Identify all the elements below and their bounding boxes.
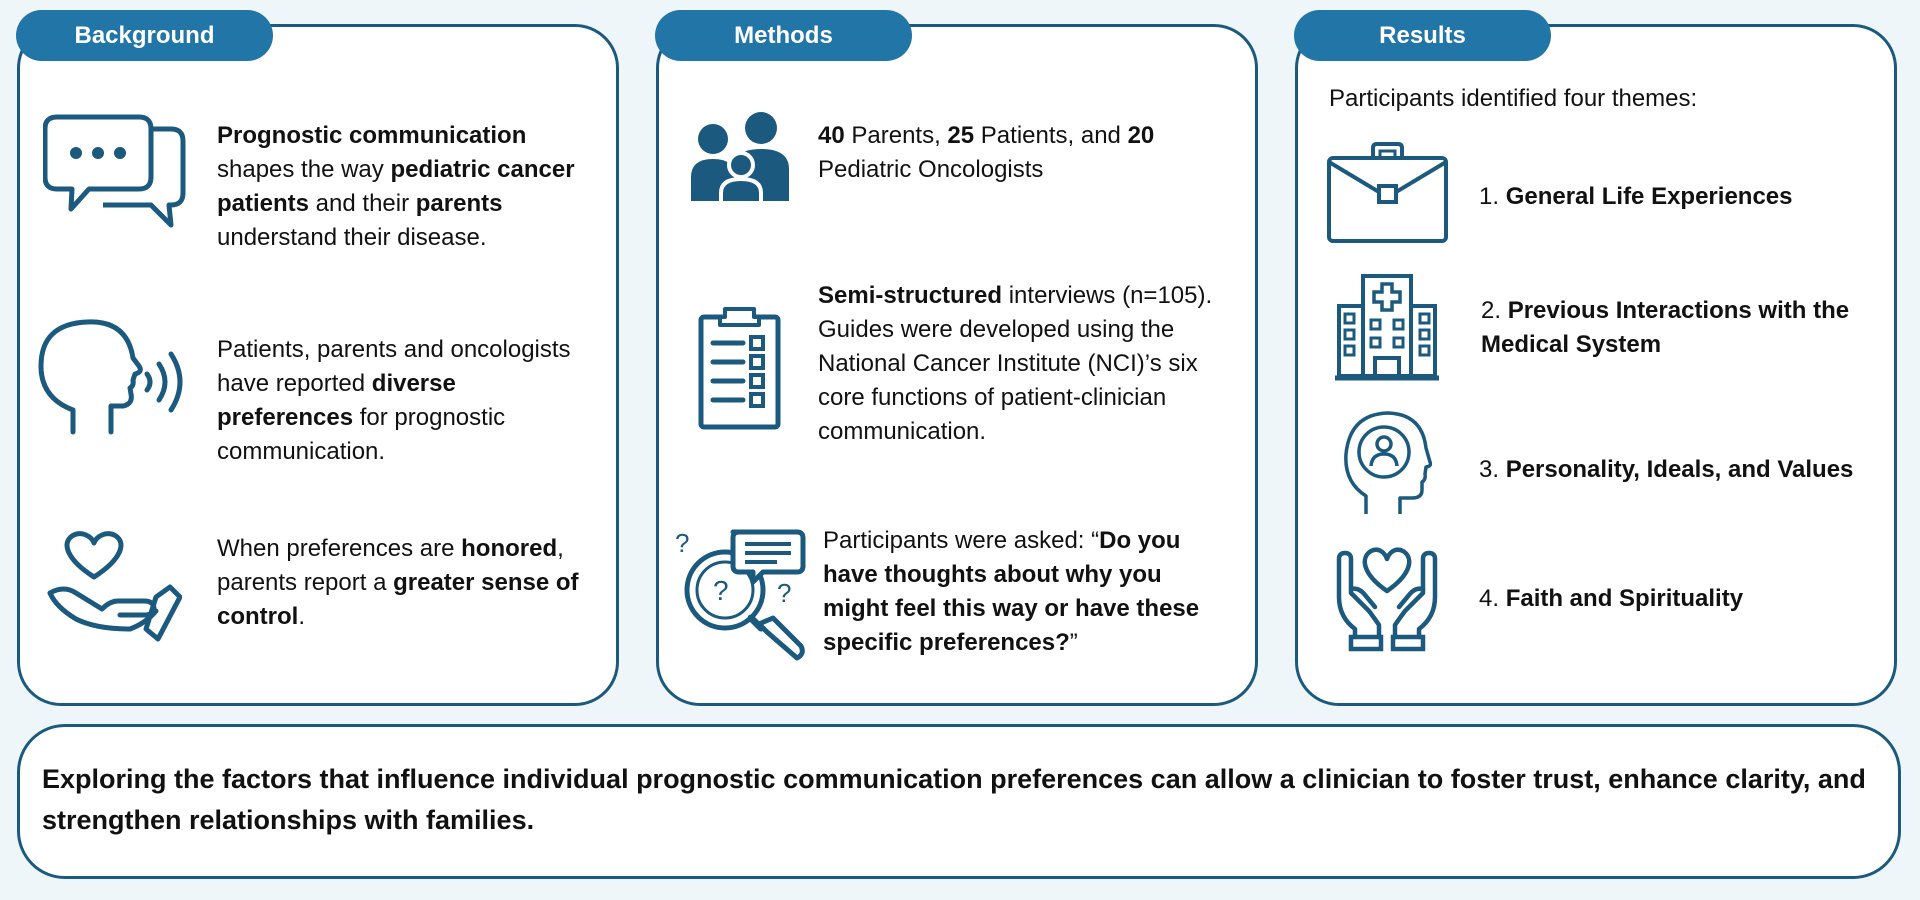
background-item-3-text: When preferences are honored, parents re… bbox=[217, 535, 579, 630]
hospital-icon bbox=[1333, 272, 1441, 382]
results-theme-1: 1. General Life Experiences bbox=[1479, 183, 1793, 210]
hands-heart-icon bbox=[1333, 545, 1441, 653]
family-icon bbox=[689, 111, 792, 201]
speech-bubbles-icon bbox=[43, 113, 188, 230]
speaking-head-icon bbox=[37, 318, 193, 436]
methods-item-2-text: Semi-structured interviews (n=105). Guid… bbox=[818, 282, 1213, 445]
methods-tab: Methods bbox=[655, 10, 912, 61]
methods-item-1-text: 40 Parents, 25 Patients, and 20 Pediatri… bbox=[818, 122, 1155, 183]
svg-text:?: ? bbox=[675, 528, 689, 558]
results-theme-2: 2. Previous Interactions with the Medica… bbox=[1481, 297, 1850, 358]
conclusion-box: Exploring the factors that influence ind… bbox=[17, 724, 1901, 879]
results-theme-3: 3. Personality, Ideals, and Values bbox=[1479, 456, 1854, 483]
clipboard-checklist-icon bbox=[697, 303, 782, 431]
results-intro: Participants identified four themes: bbox=[1329, 85, 1698, 112]
background-item-1-text: Prognostic communication shapes the way … bbox=[217, 122, 575, 251]
background-tab: Background bbox=[16, 10, 273, 61]
results-theme-4: 4. Faith and Spirituality bbox=[1479, 585, 1744, 612]
magnifier-questions-icon: ? ? ? bbox=[673, 528, 807, 662]
conclusion-text: Exploring the factors that influence ind… bbox=[42, 764, 1866, 835]
briefcase-icon bbox=[1327, 140, 1448, 243]
methods-item-3-text: Participants were asked: “Do you have th… bbox=[823, 527, 1200, 656]
heart-in-hand-icon bbox=[46, 531, 182, 643]
results-tab: Results bbox=[1294, 10, 1551, 61]
background-item-2-text: Patients, parents and oncologists have r… bbox=[217, 336, 571, 465]
svg-text:?: ? bbox=[777, 578, 791, 608]
svg-text:?: ? bbox=[713, 575, 729, 606]
head-profile-icon bbox=[1342, 410, 1432, 516]
